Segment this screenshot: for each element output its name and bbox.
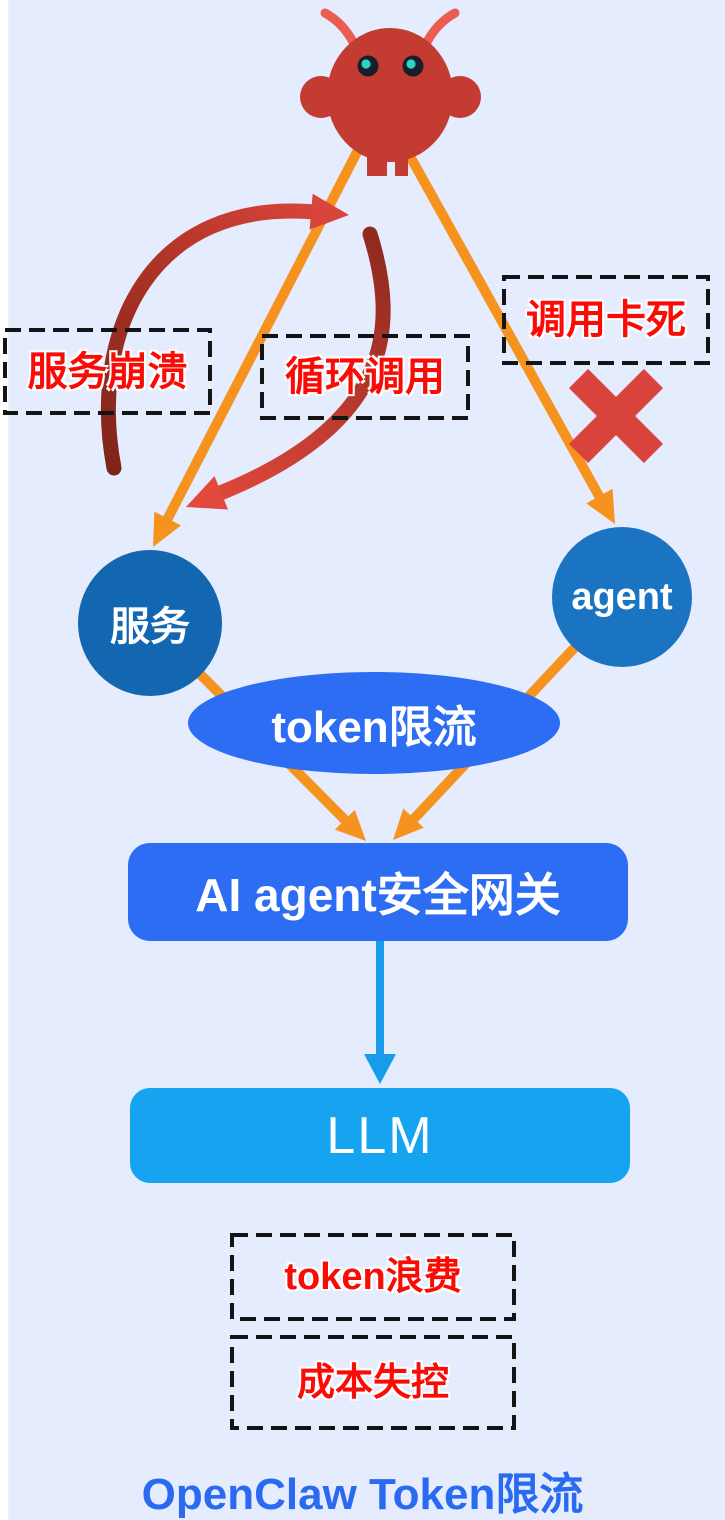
node-service: 服务 (78, 550, 222, 696)
bug-antenna-right (422, 8, 460, 47)
bug-antenna-left (320, 8, 358, 47)
bug-head (327, 28, 453, 162)
bug-to-service-arrowhead (153, 511, 182, 547)
loop-arc-lower (210, 226, 391, 502)
node-gateway: AI agent安全网关 (128, 843, 628, 941)
label-cost-overrun: 成本失控 (230, 1335, 516, 1430)
left-margin (0, 0, 10, 1520)
node-token-limit: token限流 (188, 672, 560, 774)
label-loop-call-text: 循环调用 (285, 355, 445, 399)
bug-pupil-left (361, 59, 371, 69)
node-service-text: 服务 (110, 605, 190, 649)
node-agent: agent (552, 527, 692, 667)
agent-to-gateway-arrowhead (393, 808, 424, 840)
label-loop-call: 循环调用 (260, 334, 470, 420)
node-llm-text: LLM (326, 1106, 434, 1165)
loop-arrowhead-upper (309, 193, 349, 230)
label-token-waste-text: token浪费 (284, 1256, 462, 1298)
bug-to-agent-arrowhead (586, 488, 615, 524)
node-llm: LLM (130, 1088, 630, 1183)
node-token-limit-text: token限流 (271, 703, 477, 752)
bug-pupil-right (406, 59, 416, 69)
x-mark-icon (568, 368, 664, 464)
page-title: OpenClaw Token限流 (141, 1470, 584, 1519)
label-token-waste: token浪费 (230, 1233, 516, 1321)
loop-arrowhead-lower (186, 476, 228, 510)
label-call-stuck: 调用卡死 (502, 275, 710, 365)
label-service-crash: 服务崩溃 (3, 328, 212, 415)
label-cost-overrun-text: 成本失控 (296, 1361, 449, 1404)
node-gateway-text: AI agent安全网关 (195, 869, 561, 921)
label-call-stuck-text: 调用卡死 (526, 298, 686, 342)
service-to-gateway-arrowhead (334, 809, 366, 841)
label-service-crash-text: 服务崩溃 (27, 349, 188, 394)
node-agent-text: agent (571, 575, 673, 618)
blue-down-arrow (364, 941, 396, 1084)
bug-icon (300, 8, 481, 176)
